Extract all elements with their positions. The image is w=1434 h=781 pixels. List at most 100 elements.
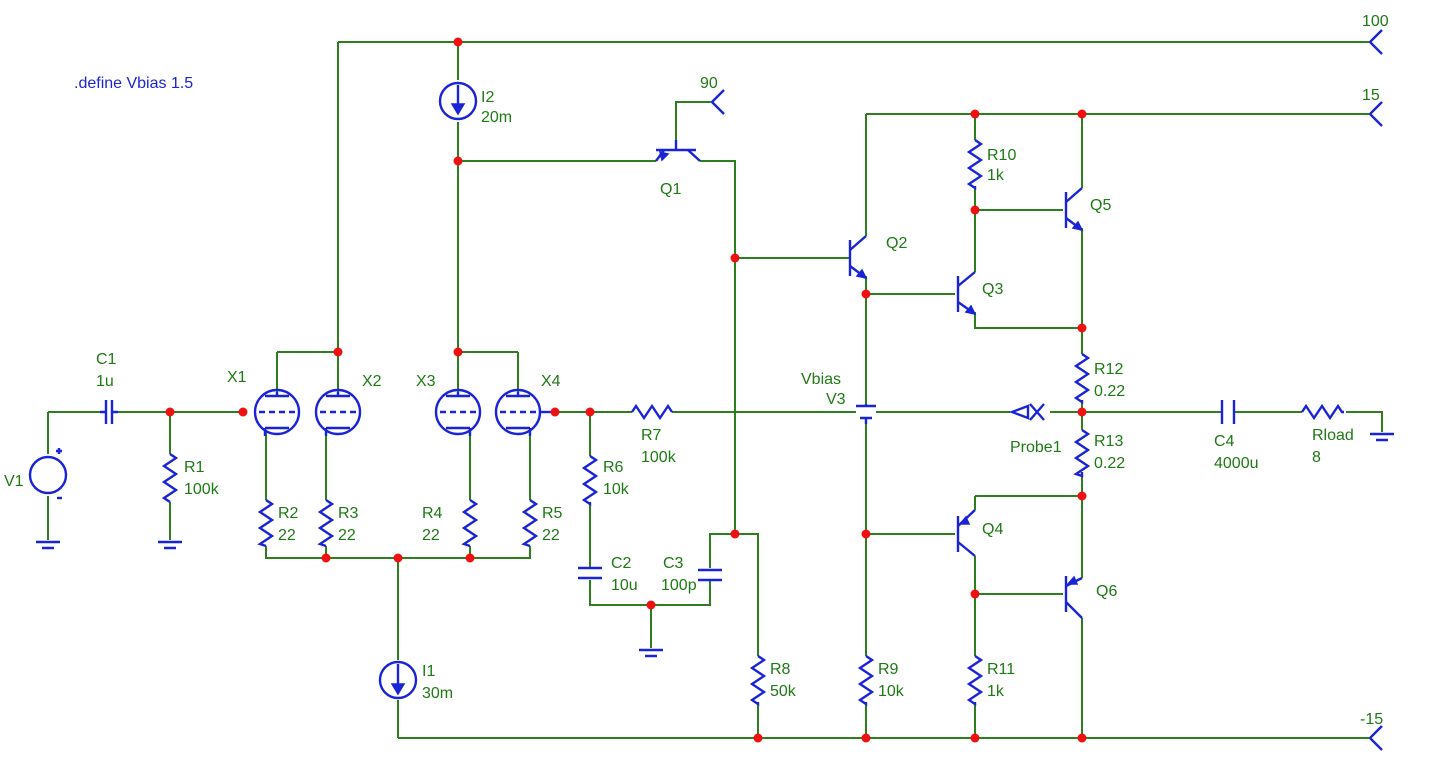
q2-label: Q2: [886, 235, 907, 252]
rload-value: 8: [1312, 449, 1321, 466]
q2-npn-transistor[interactable]: [848, 235, 868, 280]
q5-label: Q5: [1090, 197, 1111, 214]
c1-label: C1: [96, 351, 117, 368]
v1-voltage-source[interactable]: [28, 448, 68, 500]
rail-neg15v-label: -15: [1360, 711, 1383, 728]
r12-label: R12: [1094, 361, 1123, 378]
r13-label: R13: [1094, 433, 1123, 450]
c4-value: 4000u: [1214, 455, 1259, 472]
i2-value: 20m: [481, 109, 512, 126]
probe1-label: Probe1: [1010, 439, 1062, 456]
c3-value: 100p: [661, 577, 697, 594]
r5-label: R5: [542, 505, 563, 522]
q3-label: Q3: [982, 281, 1003, 298]
r8-value: 50k: [770, 683, 797, 700]
rail-100v-label: 100: [1362, 13, 1389, 30]
r11-label: R11: [987, 661, 1015, 678]
x1-triode-tube[interactable]: [253, 388, 301, 436]
i1-current-source[interactable]: [378, 660, 418, 700]
q1-label: Q1: [660, 181, 681, 198]
spice-directive: .define Vbias 1.5: [74, 75, 193, 92]
i1-label: I1: [422, 663, 435, 680]
i2-label: I2: [481, 89, 494, 106]
i2-current-source[interactable]: [438, 81, 478, 121]
ground-icon: [1370, 432, 1394, 442]
r11-resistor[interactable]: [966, 655, 984, 707]
r9-value: 10k: [878, 683, 905, 700]
r3-resistor[interactable]: [317, 499, 335, 548]
x3-triode-tube[interactable]: [434, 388, 482, 436]
q4-label: Q4: [982, 521, 1003, 538]
rail-90v-label: 90: [700, 75, 718, 92]
r12-resistor[interactable]: [1073, 353, 1091, 405]
q3-npn-transistor[interactable]: [956, 271, 977, 316]
x4-triode-tube[interactable]: [494, 388, 555, 436]
v3-label: V3: [826, 391, 846, 408]
q1-pnp-transistor[interactable]: [655, 140, 701, 162]
x2-label: X2: [362, 373, 382, 390]
rail-15v-arrow: [1369, 101, 1383, 127]
r6-resistor[interactable]: [581, 455, 599, 507]
rail-90v-arrow: [711, 89, 725, 115]
vbias-label: Vbias: [801, 371, 841, 388]
rload-label: Rload: [1312, 427, 1354, 444]
c1-value: 1u: [96, 373, 114, 390]
r3-value: 22: [338, 527, 356, 544]
v1-label: V1: [4, 473, 24, 490]
x3-label: X3: [416, 373, 436, 390]
r1-value: 100k: [184, 481, 220, 498]
r5-resistor[interactable]: [521, 499, 539, 548]
r2-value: 22: [278, 527, 296, 544]
r4-value: 22: [422, 527, 440, 544]
q4-pnp-transistor[interactable]: [956, 509, 976, 557]
r13-value: 0.22: [1094, 455, 1125, 472]
r10-resistor[interactable]: [966, 139, 984, 191]
r1-resistor[interactable]: [161, 453, 179, 503]
r8-label: R8: [770, 661, 791, 678]
i1-value: 30m: [422, 685, 453, 702]
junctions: [165, 37, 1087, 743]
q6-pnp-transistor[interactable]: [1064, 575, 1083, 619]
r4-label: R4: [422, 505, 443, 522]
q6-label: Q6: [1096, 583, 1117, 600]
x2-triode-tube[interactable]: [314, 388, 362, 436]
c2-value: 10u: [611, 577, 638, 594]
c3-capacitor[interactable]: [698, 568, 722, 582]
probe1-marker[interactable]: [1008, 403, 1045, 421]
r7-value: 100k: [641, 449, 677, 466]
r2-resistor[interactable]: [257, 499, 275, 548]
r4-resistor[interactable]: [461, 499, 479, 548]
c2-label: C2: [611, 555, 632, 572]
r7-resistor[interactable]: [631, 403, 673, 421]
wires: [47, 41, 1383, 739]
r6-value: 10k: [603, 481, 630, 498]
c2-capacitor[interactable]: [578, 566, 602, 580]
rail-neg15v-arrow: [1369, 725, 1383, 751]
r12-value: 0.22: [1094, 383, 1125, 400]
r3-label: R3: [338, 505, 359, 522]
r10-label: R10: [987, 147, 1016, 164]
rload-resistor[interactable]: [1301, 403, 1344, 421]
r8-resistor[interactable]: [749, 655, 767, 707]
q5-transistor[interactable]: [1064, 187, 1084, 232]
rail-15v-label: 15: [1362, 87, 1380, 104]
r6-label: R6: [603, 459, 624, 476]
r2-label: R2: [278, 505, 299, 522]
r9-label: R9: [878, 661, 899, 678]
r13-resistor[interactable]: [1073, 429, 1091, 478]
c3-label: C3: [663, 555, 684, 572]
x1-label: X1: [227, 369, 247, 386]
ground-icon: [36, 540, 60, 550]
r11-value: 1k: [987, 683, 1005, 700]
c4-capacitor[interactable]: [1220, 400, 1236, 424]
ground-icon: [158, 540, 182, 550]
r9-resistor[interactable]: [857, 655, 875, 707]
rail-100v-arrow: [1369, 29, 1383, 55]
r10-value: 1k: [987, 167, 1005, 184]
v3-bias-source[interactable]: [856, 404, 876, 424]
r7-label: R7: [641, 427, 662, 444]
ground-icon: [639, 648, 663, 658]
c1-capacitor[interactable]: [100, 400, 118, 424]
x4-label: X4: [541, 373, 561, 390]
